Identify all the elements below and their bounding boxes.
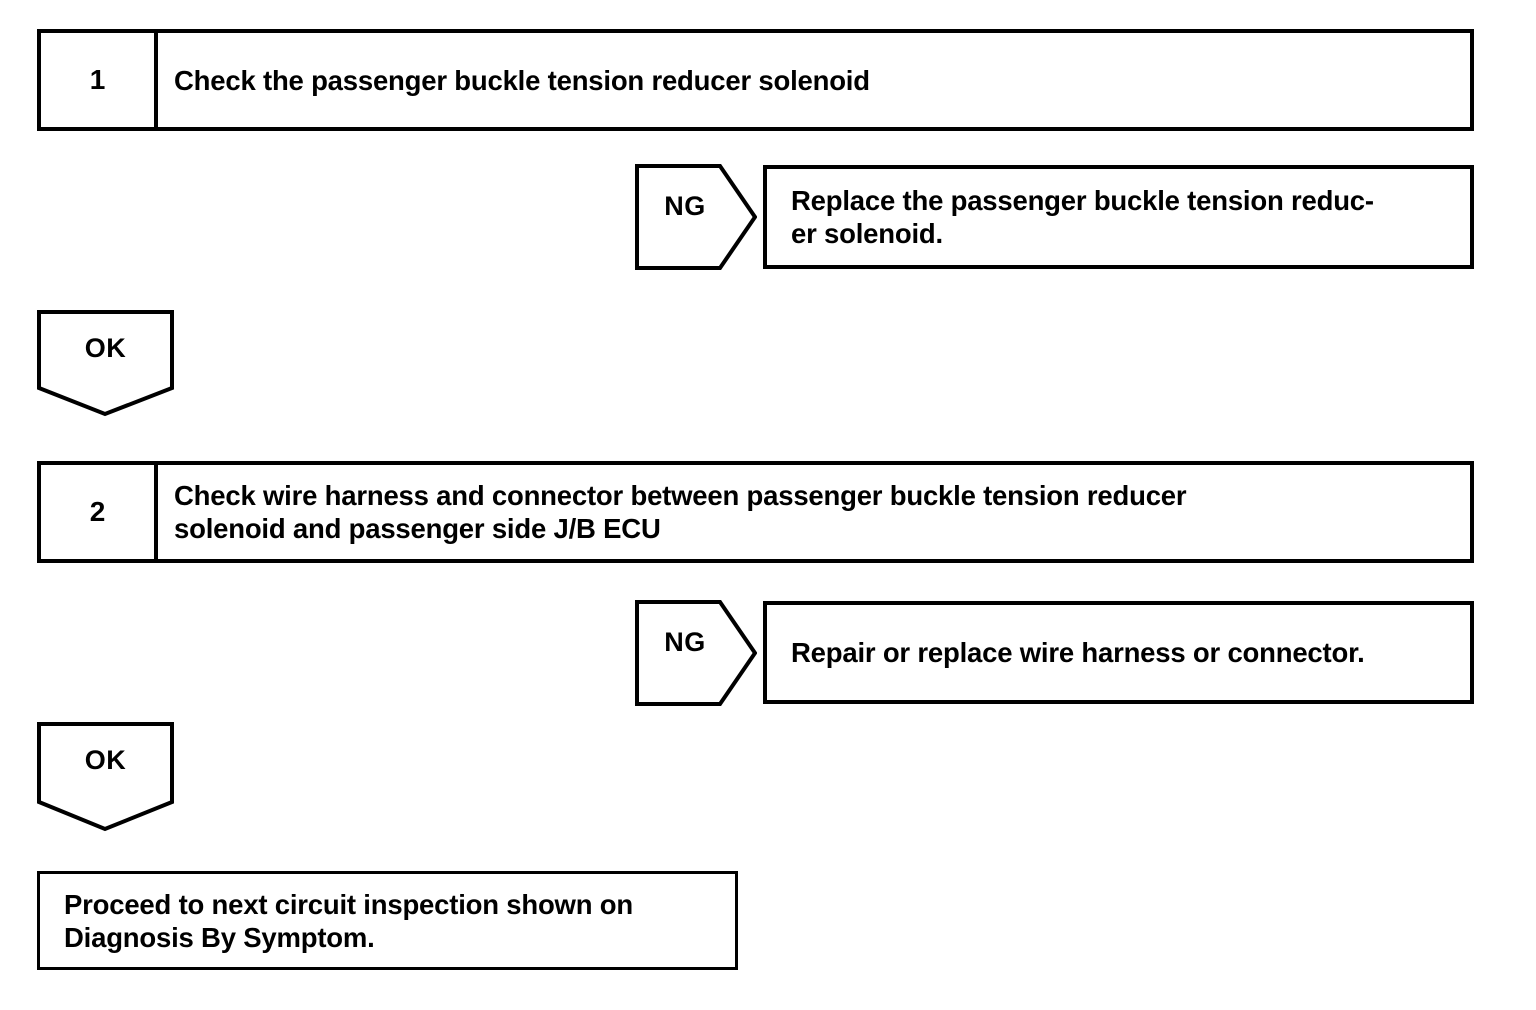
branch-result-box-2[interactable]: Repair or replace wire harness or connec… (763, 601, 1474, 704)
branch-tag-ng-label-1: NG (664, 191, 706, 221)
branch-tag-ng-2: NG (635, 600, 757, 706)
step-text-2: Check wire harness and connector between… (174, 480, 1187, 544)
pentagon-down-icon (37, 310, 174, 417)
pentagon-right-icon (635, 164, 757, 270)
pentagon-down-icon (37, 722, 174, 832)
branch-tag-ok-1: OK (37, 310, 174, 417)
branch-tag-ng-1: NG (635, 164, 757, 270)
final-action-box[interactable]: Proceed to next circuit inspection shown… (37, 871, 738, 970)
pentagon-right-icon (635, 600, 757, 706)
step-number-1: 1 (41, 33, 158, 127)
step-text-cell-2: Check wire harness and connector between… (158, 465, 1470, 559)
branch-result-text-1: Replace the passenger buckle tension red… (791, 185, 1374, 249)
final-action-text: Proceed to next circuit inspection shown… (64, 888, 633, 953)
branch-tag-ok-2: OK (37, 722, 174, 832)
step-text-1: Check the passenger buckle tension reduc… (174, 64, 870, 96)
step-number-2: 2 (41, 465, 158, 559)
branch-tag-ng-label-2: NG (664, 627, 706, 657)
step-box-1[interactable]: 1 Check the passenger buckle tension red… (37, 29, 1474, 131)
branch-result-text-2: Repair or replace wire harness or connec… (791, 637, 1365, 668)
branch-tag-ok-label-2: OK (84, 745, 127, 775)
branch-tag-ok-label-1: OK (84, 333, 127, 363)
branch-result-box-1[interactable]: Replace the passenger buckle tension red… (763, 165, 1474, 269)
step-box-2[interactable]: 2 Check wire harness and connector betwe… (37, 461, 1474, 563)
step-text-cell-1: Check the passenger buckle tension reduc… (158, 33, 1470, 127)
